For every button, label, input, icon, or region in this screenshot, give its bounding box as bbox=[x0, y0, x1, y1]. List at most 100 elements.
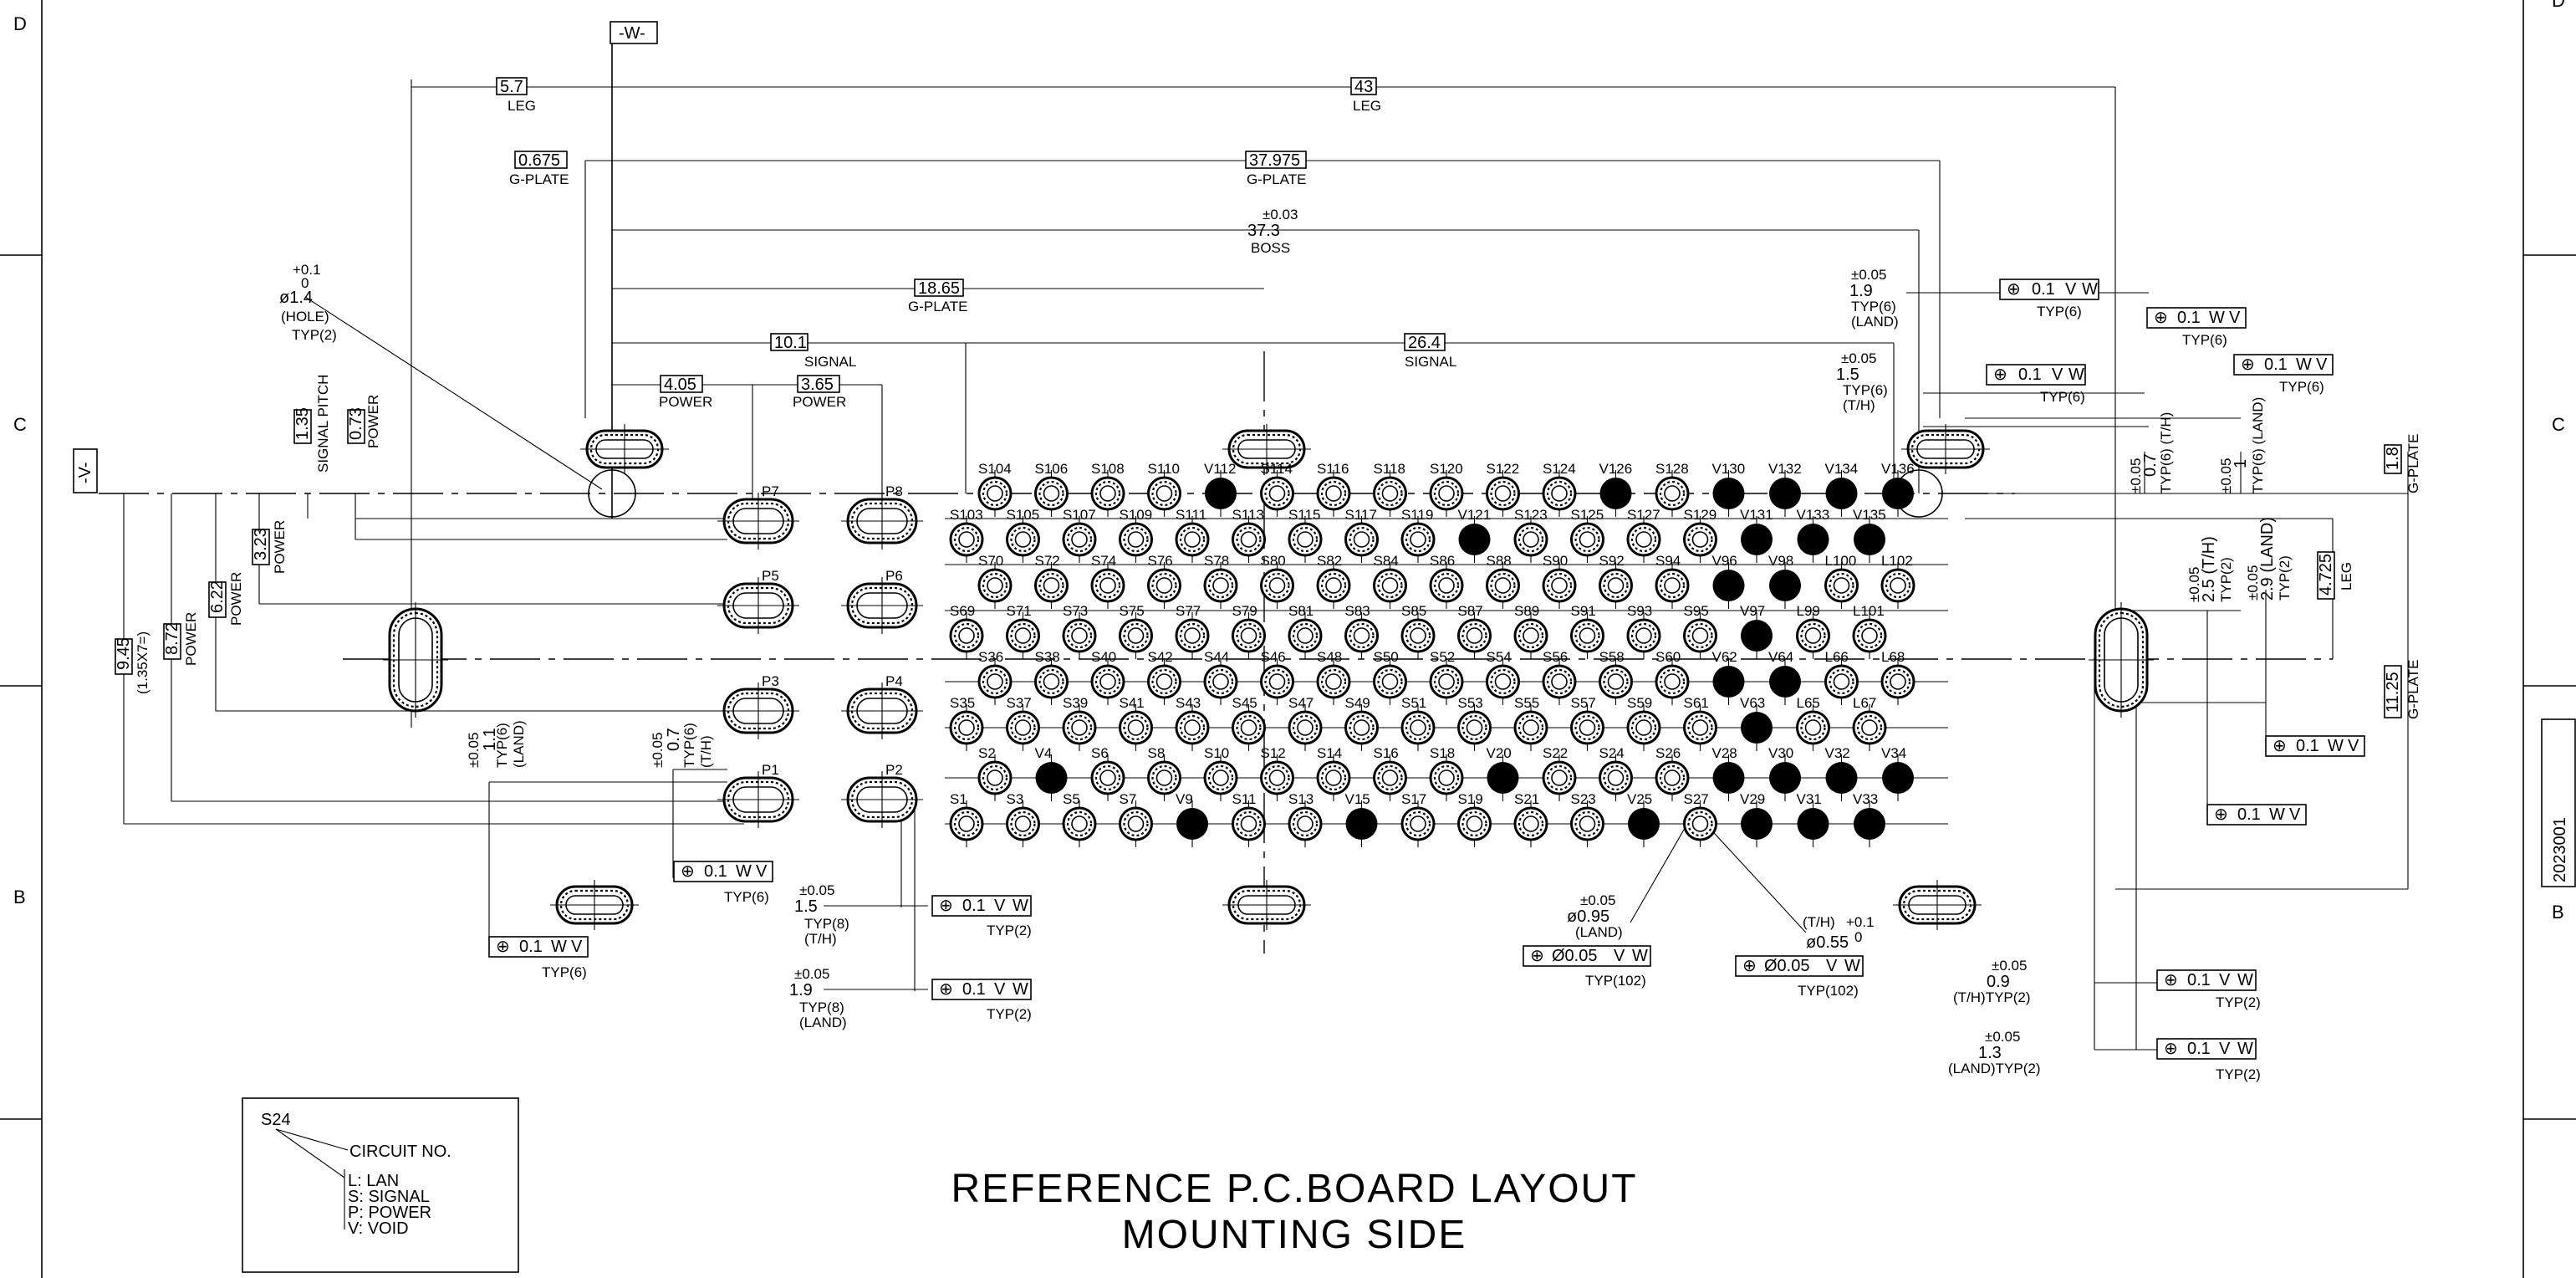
pin-s78: S78 bbox=[1203, 553, 1238, 609]
dim-signal-b: 26.4 bbox=[1408, 334, 1441, 352]
pin-s54: S54 bbox=[1486, 649, 1520, 705]
fcf-bottom-right-b: ⊕ 0.1 V W TYP(2) bbox=[2156, 1038, 2261, 1082]
pin-s72: S72 bbox=[1034, 553, 1069, 609]
pin-s60: S60 bbox=[1655, 649, 1690, 705]
pin-s120: S120 bbox=[1429, 461, 1464, 517]
pin-v134: V134 bbox=[1825, 461, 1858, 517]
pin-s58: S58 bbox=[1599, 649, 1633, 705]
dim-p-th: 1.5 bbox=[794, 897, 818, 916]
pin-v98: V98 bbox=[1768, 553, 1801, 609]
svg-text:SIGNAL: SIGNAL bbox=[804, 354, 856, 370]
pin-s81: S81 bbox=[1288, 603, 1323, 659]
pin-s37: S37 bbox=[1006, 695, 1040, 751]
dim-r-land: 1.9 bbox=[1849, 282, 1873, 300]
pin-label: S80 bbox=[1261, 553, 1286, 569]
slot-leg-left bbox=[383, 602, 448, 718]
pin-label: S77 bbox=[1176, 603, 1201, 619]
pin-s110: S110 bbox=[1147, 461, 1181, 517]
pin-v97: V97 bbox=[1740, 603, 1773, 659]
pin-label: V135 bbox=[1853, 507, 1886, 523]
svg-text:(T/H): (T/H) bbox=[804, 931, 837, 947]
svg-text:TYP(2): TYP(2) bbox=[2216, 1066, 2261, 1082]
pin-label: S35 bbox=[950, 695, 975, 711]
pin-s125: S125 bbox=[1570, 507, 1604, 563]
pin-label: S2 bbox=[978, 745, 996, 761]
svg-text:V: V bbox=[1614, 947, 1625, 965]
svg-text:POWER: POWER bbox=[272, 520, 288, 574]
pin-label: V29 bbox=[1740, 791, 1765, 807]
fcf-bottom-right-a: ⊕ 0.1 V W TYP(2) bbox=[2156, 969, 2261, 1010]
pin-s40: S40 bbox=[1090, 649, 1125, 705]
pin-label: S53 bbox=[1458, 695, 1483, 711]
dim-gplate-c: 18.65 bbox=[918, 279, 960, 298]
pin-s45: S45 bbox=[1232, 695, 1266, 751]
svg-text:V: V bbox=[1826, 957, 1838, 975]
pin-v63: V63 bbox=[1740, 695, 1773, 751]
pin-label: S125 bbox=[1571, 507, 1604, 523]
pin-label: V112 bbox=[1204, 461, 1236, 477]
svg-text:(LAND): (LAND) bbox=[1851, 314, 1899, 330]
pin-label: S79 bbox=[1232, 603, 1257, 619]
svg-text:TYP(6) (T/H): TYP(6) (T/H) bbox=[2158, 412, 2174, 493]
pin-v121: V121 bbox=[1458, 507, 1491, 563]
drawing-title: REFERENCE P.C.BOARD LAYOUT MOUNTING SIDE bbox=[951, 1167, 1635, 1257]
pin-label: S87 bbox=[1458, 603, 1483, 619]
pin-s88: S88 bbox=[1486, 553, 1520, 609]
pin-s76: S76 bbox=[1147, 553, 1181, 609]
svg-text:±0.05: ±0.05 bbox=[1580, 892, 1615, 908]
pin-l66: L66 bbox=[1824, 649, 1859, 705]
svg-text:TYP(6): TYP(6) bbox=[2040, 389, 2085, 405]
pin-s103: S103 bbox=[949, 507, 984, 563]
pin-label: S81 bbox=[1288, 603, 1314, 619]
pin-s123: S123 bbox=[1513, 507, 1548, 563]
svg-text:TYP(2): TYP(2) bbox=[2277, 555, 2293, 601]
svg-text:V: V bbox=[2219, 1040, 2231, 1058]
pin-s38: S38 bbox=[1034, 649, 1069, 705]
pin-label: V20 bbox=[1487, 745, 1512, 761]
pin-label: S14 bbox=[1317, 745, 1342, 761]
pin-s43: S43 bbox=[1175, 695, 1210, 751]
power-pad-p5: P5 bbox=[717, 568, 799, 634]
dim-c-land: ø0.95 bbox=[1567, 907, 1609, 926]
pin-label: L101 bbox=[1853, 603, 1885, 619]
pin-label: S114 bbox=[1261, 461, 1293, 477]
pin-l68: L68 bbox=[1880, 649, 1915, 705]
svg-text:TYP(2): TYP(2) bbox=[987, 1006, 1032, 1022]
pin-s57: S57 bbox=[1570, 695, 1604, 751]
pin-label: S36 bbox=[978, 649, 1003, 665]
svg-text:0.1: 0.1 bbox=[704, 862, 727, 881]
pin-s86: S86 bbox=[1429, 553, 1464, 609]
svg-text:0: 0 bbox=[1854, 929, 1862, 945]
pin-v32: V32 bbox=[1825, 745, 1858, 801]
svg-text:TYP(2): TYP(2) bbox=[987, 923, 1032, 938]
legend-line-signal: S: SIGNAL bbox=[348, 1188, 430, 1206]
pin-label: V64 bbox=[1768, 649, 1793, 665]
svg-text:TYP(6): TYP(6) bbox=[2182, 332, 2227, 348]
pin-s80: S80 bbox=[1260, 553, 1294, 609]
slot-top-left bbox=[580, 424, 669, 474]
power-pad-p4: P4 bbox=[841, 673, 923, 739]
svg-text:V: V bbox=[2229, 309, 2241, 327]
zone-label-right-c: C bbox=[2552, 414, 2565, 435]
pin-s8: S8 bbox=[1147, 745, 1181, 801]
legend-circuit: CIRCUIT NO. bbox=[349, 1143, 451, 1161]
slot-bottom-right bbox=[1893, 880, 1982, 930]
pin-label: S19 bbox=[1458, 791, 1483, 807]
pin-v20: V20 bbox=[1487, 745, 1519, 801]
pin-label: S106 bbox=[1035, 461, 1069, 477]
svg-text:(HOLE): (HOLE) bbox=[281, 309, 329, 325]
fcf-left-pad: ⊕ 0.1 W V TYP(6) bbox=[673, 861, 773, 905]
power-pad-p1: P1 bbox=[717, 762, 799, 828]
power-pad-p3: P3 bbox=[717, 673, 799, 739]
pin-label: S74 bbox=[1091, 553, 1116, 569]
legend-line-void: V: VOID bbox=[348, 1219, 409, 1238]
dim-r-v1: 1 bbox=[2232, 459, 2250, 468]
pin-s91: S91 bbox=[1570, 603, 1604, 659]
pin-s129: S129 bbox=[1683, 507, 1717, 563]
pin-l65: L65 bbox=[1796, 695, 1830, 751]
svg-text:0.1: 0.1 bbox=[519, 938, 543, 956]
svg-text:⊕: ⊕ bbox=[1993, 366, 2007, 384]
svg-text:V: V bbox=[994, 980, 1006, 999]
pin-s84: S84 bbox=[1373, 553, 1407, 609]
